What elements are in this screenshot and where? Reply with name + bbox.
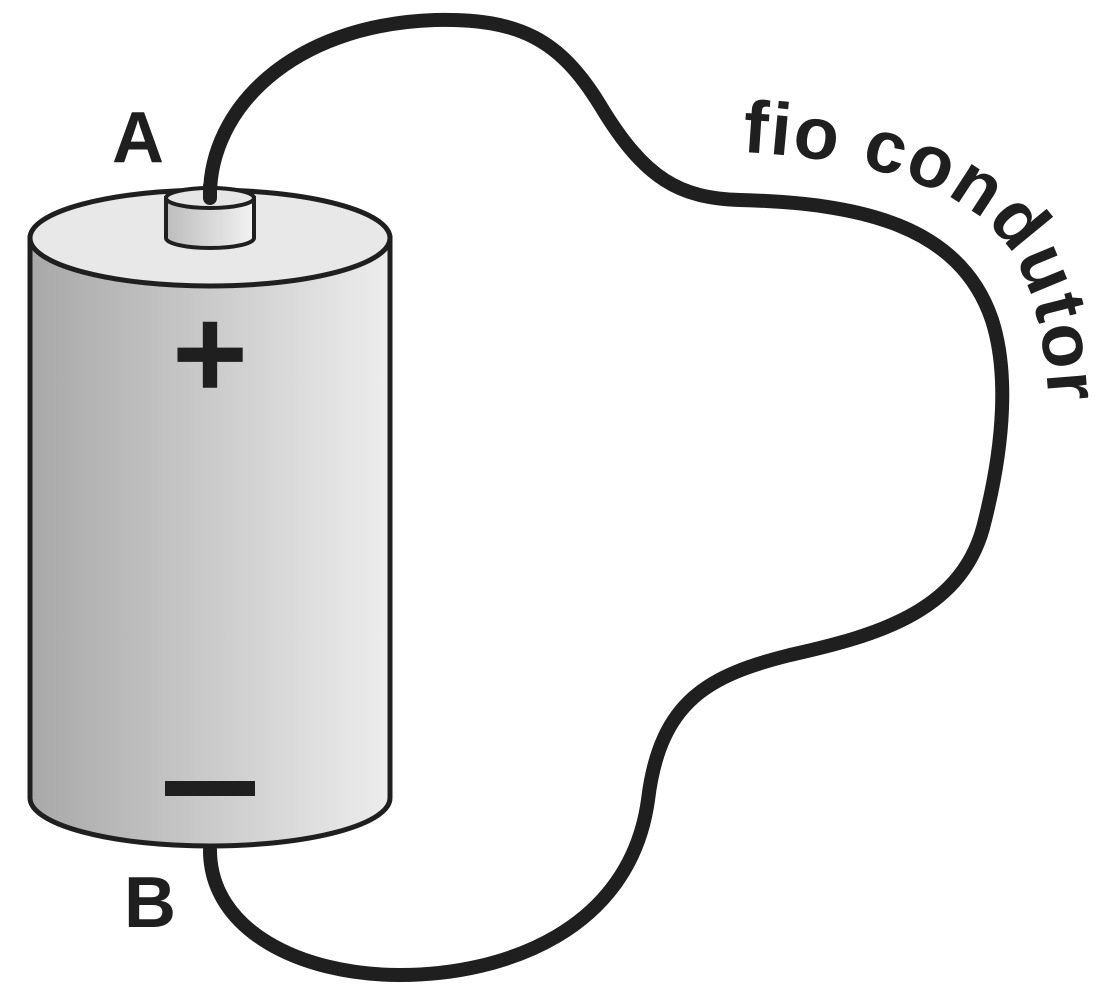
terminal-label-b: B xyxy=(124,863,176,943)
terminal-label-a: A xyxy=(112,98,164,178)
positive-symbol: + xyxy=(172,280,248,426)
battery-body xyxy=(27,235,393,849)
negative-symbol xyxy=(165,781,255,796)
conductor-wire xyxy=(203,12,1010,982)
battery: + xyxy=(27,179,393,849)
positive-terminal-cap xyxy=(164,186,256,250)
